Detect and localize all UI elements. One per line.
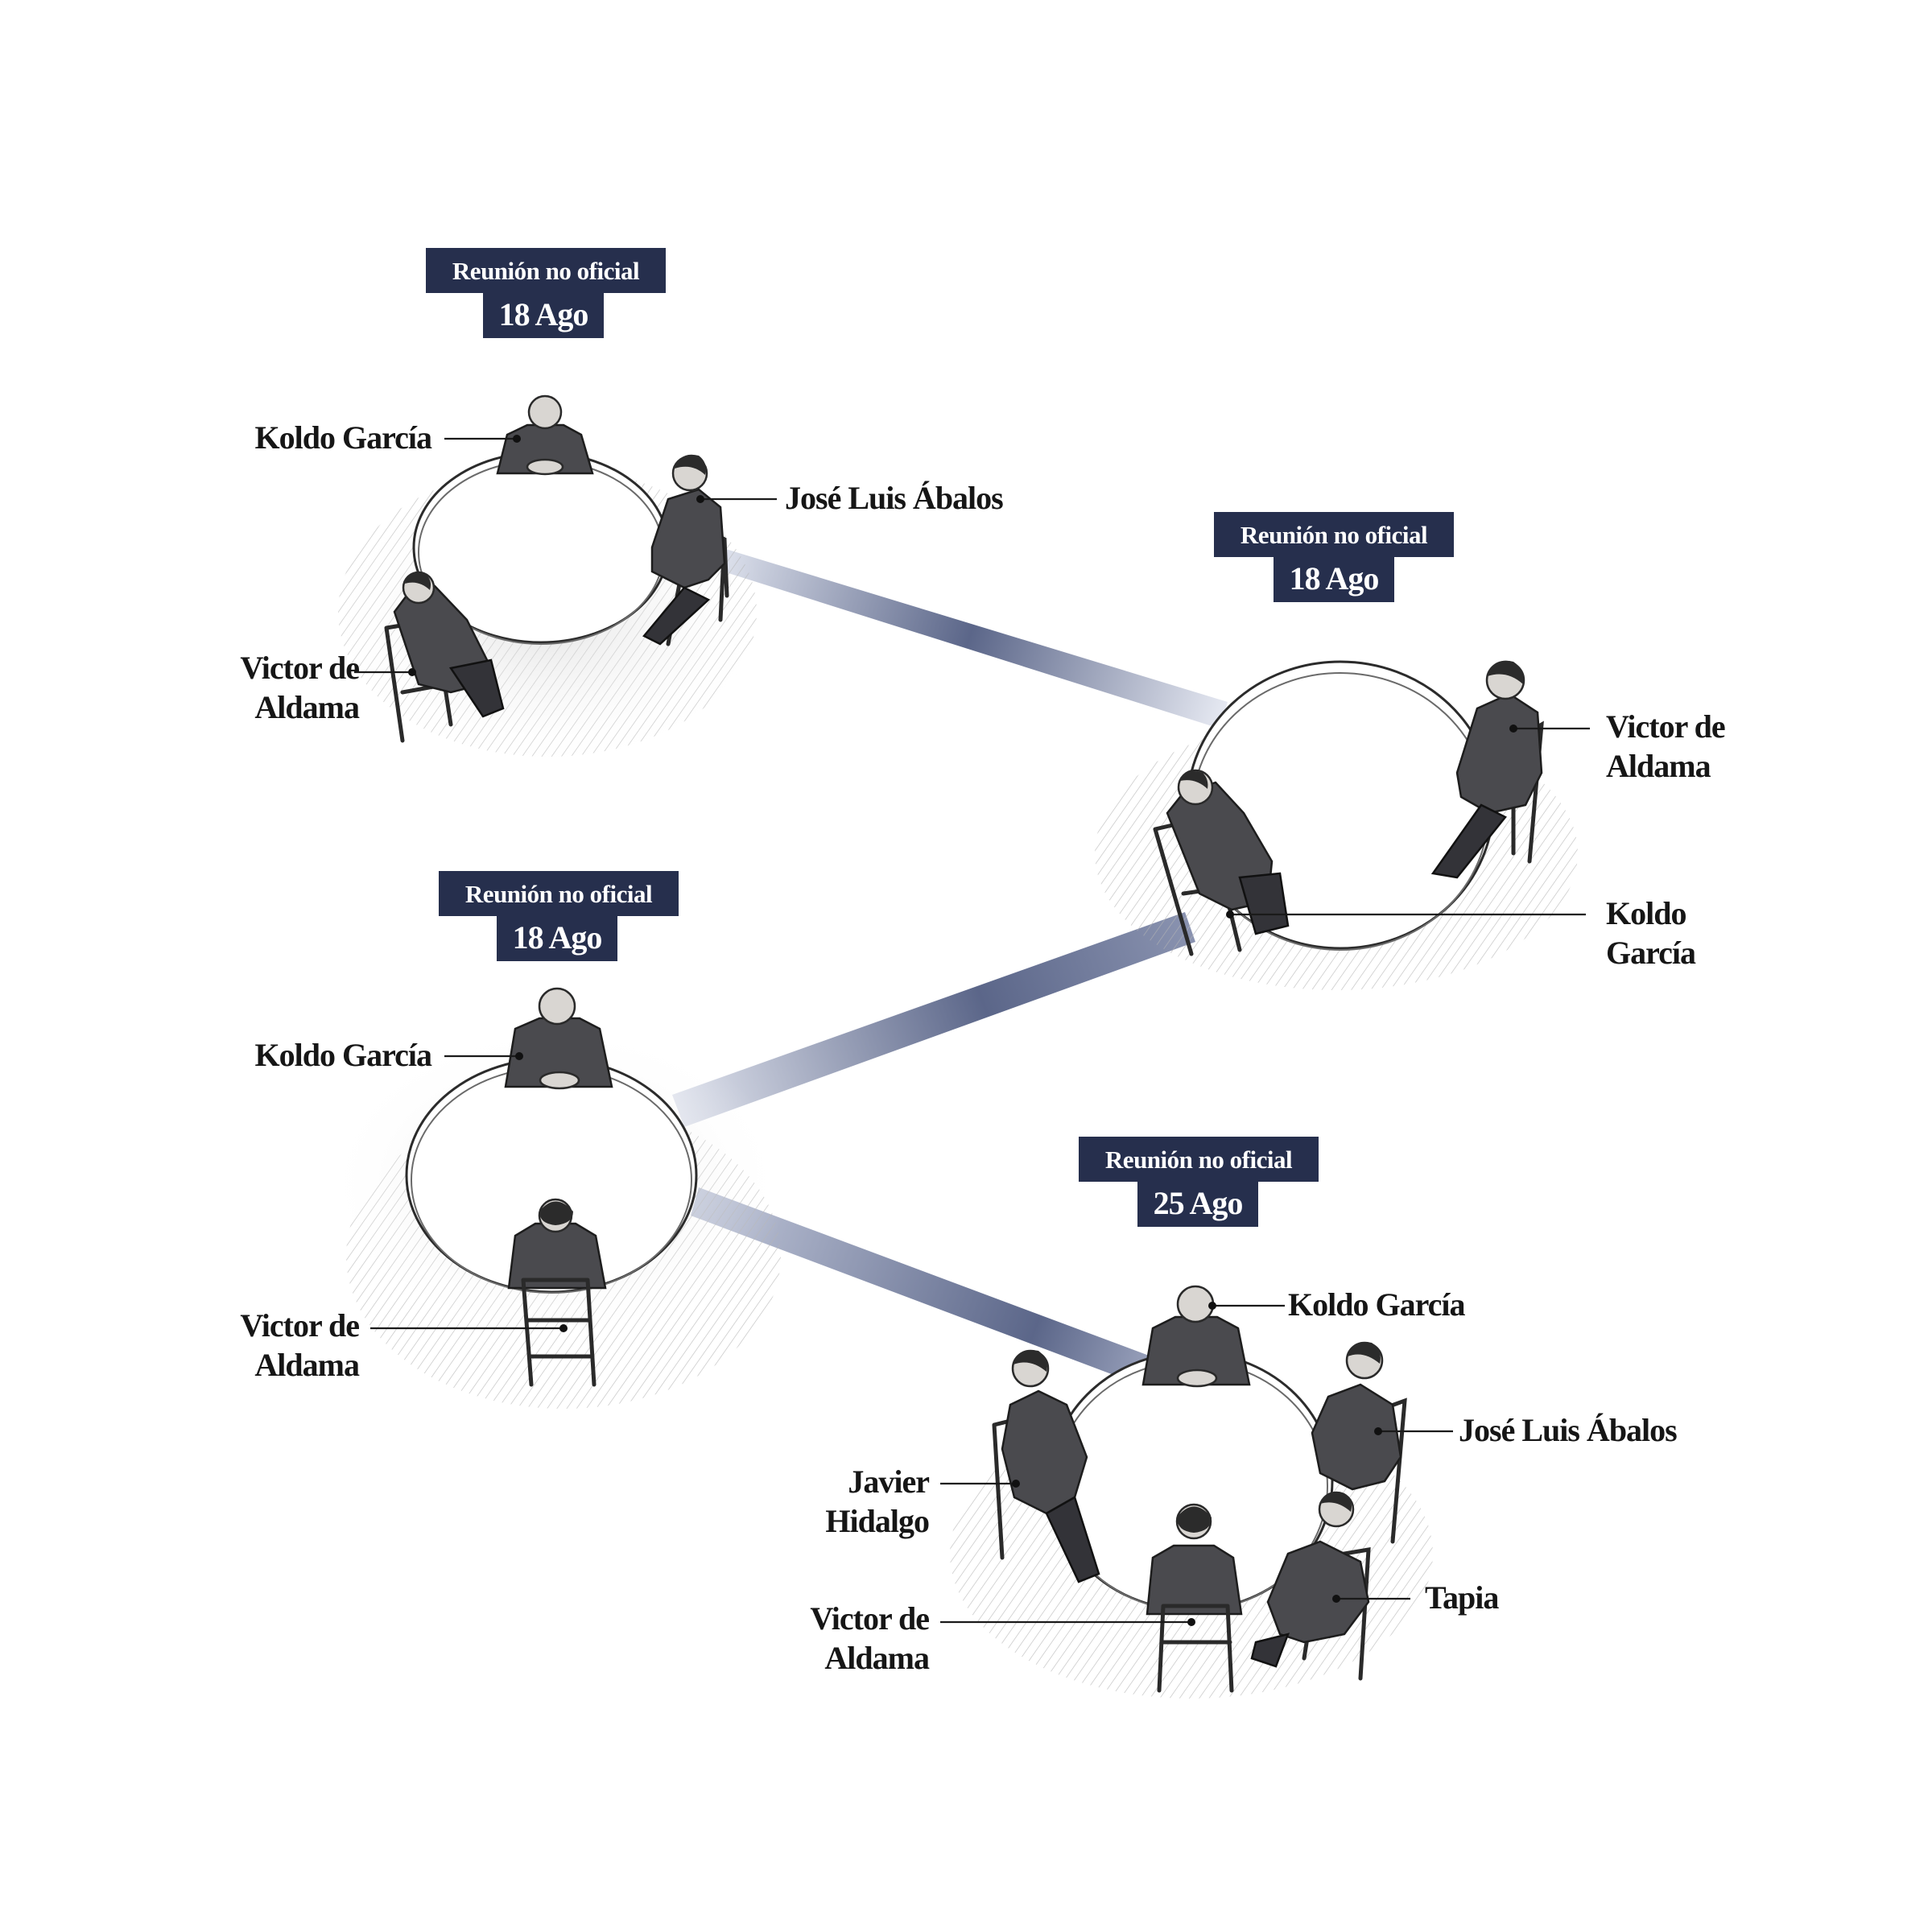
- label-javier-hidalgo-line1: Javier: [848, 1463, 929, 1500]
- label-victor-de-aldama-line1: Victor de: [240, 650, 359, 686]
- figure-aldama: [384, 571, 505, 743]
- meeting-3: Reunión no oficial 18 Ago Koldo García V…: [240, 871, 789, 1409]
- meeting-1-badge-date: 18 Ago: [499, 296, 588, 332]
- figure-aldama: [1146, 1503, 1243, 1693]
- meeting-4: Reunión no oficial 25 Ago: [810, 1137, 1678, 1699]
- label-koldo-garcia: Koldo García: [1288, 1286, 1465, 1323]
- label-koldo-garcia: Koldo García: [255, 1037, 432, 1073]
- meeting-3-badge-type: Reunión no oficial: [465, 880, 653, 908]
- meeting-4-badge-date: 25 Ago: [1154, 1185, 1243, 1221]
- figure-aldama: [507, 1198, 607, 1387]
- meeting-1-badge: Reunión no oficial 18 Ago: [426, 248, 666, 338]
- label-victor-de-aldama-line1: Victor de: [240, 1307, 359, 1344]
- connector-3-4: [691, 1187, 1151, 1383]
- label-koldo-garcia: Koldo García: [255, 419, 432, 456]
- meeting-4-badge-type: Reunión no oficial: [1105, 1146, 1293, 1174]
- meeting-2: Reunión no oficial 18 Ago Victor de Alda…: [1095, 512, 1726, 990]
- figure-abalos: [642, 454, 729, 646]
- label-victor-de-aldama-line2: Aldama: [1606, 748, 1711, 784]
- figure-koldo: [1153, 769, 1290, 956]
- figure-koldo: [1141, 1285, 1251, 1388]
- label-victor-de-aldama-line2: Aldama: [254, 689, 360, 725]
- label-tapia: Tapia: [1425, 1579, 1499, 1616]
- label-victor-de-aldama-line1: Victor de: [810, 1600, 929, 1637]
- figure-abalos: [1311, 1341, 1407, 1544]
- meeting-1: Reunión no oficial 18 Ago: [240, 248, 1004, 773]
- label-jose-luis-abalos: José Luis Ábalos: [785, 480, 1003, 516]
- meeting-3-badge: Reunión no oficial 18 Ago: [439, 871, 679, 961]
- figure-hidalgo: [992, 1349, 1100, 1583]
- label-victor-de-aldama-line1: Victor de: [1606, 708, 1725, 745]
- label-koldo-garcia-line1: Koldo: [1606, 895, 1686, 931]
- meeting-2-badge-date: 18 Ago: [1290, 560, 1379, 597]
- label-koldo-garcia-line2: García: [1606, 935, 1696, 971]
- figure-tapia: [1250, 1491, 1371, 1681]
- meeting-4-badge: Reunión no oficial 25 Ago: [1079, 1137, 1319, 1227]
- connector-3-2: [672, 912, 1195, 1127]
- label-victor-de-aldama-line2: Aldama: [824, 1640, 930, 1676]
- figure-aldama: [1430, 660, 1544, 879]
- label-victor-de-aldama-line2: Aldama: [254, 1347, 360, 1383]
- meeting-1-badge-type: Reunión no oficial: [452, 257, 640, 285]
- meeting-3-badge-date: 18 Ago: [513, 919, 602, 956]
- label-jose-luis-abalos: José Luis Ábalos: [1459, 1412, 1677, 1448]
- figure-koldo: [496, 394, 594, 476]
- figure-koldo: [504, 987, 613, 1090]
- label-javier-hidalgo-line2: Hidalgo: [825, 1503, 929, 1539]
- meeting-2-badge-type: Reunión no oficial: [1241, 521, 1428, 549]
- connectors: [672, 547, 1228, 1383]
- meeting-2-badge: Reunión no oficial 18 Ago: [1214, 512, 1454, 602]
- connector-1-2: [720, 547, 1228, 729]
